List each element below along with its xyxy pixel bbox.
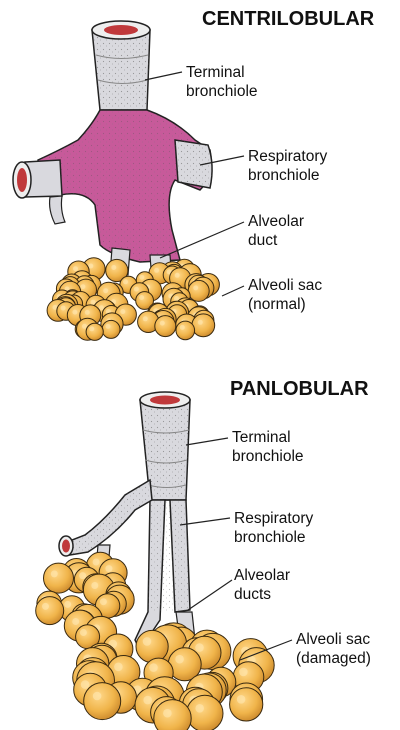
label-alveolar-ducts-bottom: Alveolar ducts bbox=[234, 566, 290, 604]
alveolus bbox=[102, 320, 120, 338]
alveolus-highlight bbox=[91, 582, 98, 589]
label-line2: bronchiole bbox=[186, 82, 258, 101]
alveolus-highlight bbox=[89, 326, 94, 331]
alveolus-highlight bbox=[154, 268, 159, 273]
label-line1: Respiratory bbox=[248, 147, 327, 166]
alveolus bbox=[230, 688, 263, 721]
alveolus-highlight bbox=[239, 668, 248, 677]
alveolus bbox=[188, 280, 209, 301]
alveolus-highlight bbox=[175, 655, 184, 664]
alveolus-highlight bbox=[93, 692, 102, 701]
alveolus-highlight bbox=[237, 695, 246, 704]
alveolus-highlight bbox=[111, 265, 116, 270]
label-line2: duct bbox=[248, 231, 304, 250]
label-line2: bronchiole bbox=[248, 166, 327, 185]
alveolus bbox=[44, 563, 74, 593]
alveolus-highlight bbox=[81, 680, 90, 689]
alveolus bbox=[136, 630, 168, 662]
leader-line-ducts-bottom bbox=[188, 580, 232, 610]
leader-line-sac-top bbox=[222, 286, 244, 296]
alveolus-highlight bbox=[139, 295, 144, 300]
alveolus-highlight bbox=[160, 321, 165, 326]
alveolus-highlight bbox=[195, 704, 204, 713]
alveolus-highlight bbox=[143, 637, 152, 646]
alveoli-sac-normal-left bbox=[47, 258, 137, 341]
label-line1: Alveoli sac bbox=[296, 630, 371, 649]
alveolus-highlight bbox=[143, 696, 152, 705]
label-alveolar-duct-top: Alveolar duct bbox=[248, 212, 304, 250]
alveolus-highlight bbox=[72, 310, 77, 315]
alveolus-highlight bbox=[79, 572, 86, 579]
label-line1: Terminal bbox=[232, 428, 304, 447]
label-respiratory-bronchiole-top: Respiratory bronchiole bbox=[248, 147, 327, 185]
alveolus-highlight bbox=[120, 309, 125, 314]
label-line2: (normal) bbox=[248, 295, 322, 314]
alveolus bbox=[187, 695, 223, 730]
terminal-bronchiole-tube-top bbox=[92, 21, 150, 110]
alveolus-highlight bbox=[85, 310, 90, 315]
alveolus bbox=[84, 683, 121, 720]
alveolus-highlight bbox=[139, 275, 144, 280]
respiratory-bronchiole-inflamed bbox=[38, 110, 211, 262]
label-line1: Respiratory bbox=[234, 509, 313, 528]
alveolus bbox=[86, 323, 103, 340]
alveolus-highlight bbox=[72, 618, 79, 625]
alveolus-highlight bbox=[123, 279, 128, 284]
label-terminal-bronchiole-bottom: Terminal bronchiole bbox=[232, 428, 304, 466]
left-branch-tube bbox=[13, 160, 65, 224]
alveolus-highlight bbox=[42, 603, 49, 610]
alveolus-highlight bbox=[88, 264, 93, 269]
label-line2: ducts bbox=[234, 585, 290, 604]
alveolus-highlight bbox=[195, 643, 204, 652]
alveolus-highlight bbox=[193, 285, 198, 290]
label-line1: Terminal bbox=[186, 63, 258, 82]
alveolus-highlight bbox=[80, 284, 85, 289]
label-line2: bronchiole bbox=[234, 528, 313, 547]
alveolus-highlight bbox=[51, 570, 58, 577]
label-line2: (damaged) bbox=[296, 649, 371, 668]
alveolus-highlight bbox=[163, 709, 172, 718]
alveolus-highlight bbox=[149, 663, 158, 672]
panlobular-title: PANLOBULAR bbox=[230, 378, 369, 401]
centrilobular-title: CENTRILOBULAR bbox=[202, 8, 374, 31]
alveolus bbox=[192, 314, 215, 337]
alveolus-highlight bbox=[91, 300, 96, 305]
alveolus-highlight bbox=[103, 288, 108, 293]
label-terminal-bronchiole-top: Terminal bronchiole bbox=[186, 63, 258, 101]
alveolus-highlight bbox=[180, 325, 185, 330]
alveolus-highlight bbox=[105, 565, 112, 572]
alveolus-highlight bbox=[143, 316, 148, 321]
alveolus-highlight bbox=[175, 273, 180, 278]
alveolus-highlight bbox=[61, 306, 66, 311]
alveolus bbox=[176, 321, 195, 340]
alveolus-highlight bbox=[106, 324, 111, 329]
alveolus-highlight bbox=[82, 324, 87, 329]
label-respiratory-bronchiole-bottom: Respiratory bronchiole bbox=[234, 509, 313, 547]
alveolus-highlight bbox=[198, 320, 203, 325]
alveolus-highlight bbox=[134, 287, 139, 292]
label-alveoli-sac-damaged: Alveoli sac (damaged) bbox=[296, 630, 371, 668]
alveolus-highlight bbox=[64, 601, 71, 608]
leader-line-terminal-bottom bbox=[186, 438, 228, 445]
alveolus-highlight bbox=[93, 559, 100, 566]
alveolus-highlight bbox=[174, 296, 179, 301]
alveolus-highlight bbox=[99, 305, 104, 310]
alveolus-highlight bbox=[114, 663, 123, 672]
leader-line-terminal-top bbox=[145, 72, 182, 80]
label-alveoli-sac-normal: Alveoli sac (normal) bbox=[248, 276, 322, 314]
alveolus bbox=[36, 597, 64, 625]
alveolus-highlight bbox=[80, 629, 87, 636]
alveolus-highlight bbox=[100, 598, 107, 605]
label-line1: Alveolar bbox=[248, 212, 304, 231]
alveolus bbox=[155, 316, 176, 337]
label-line1: Alveoli sac bbox=[248, 276, 322, 295]
label-line1: Alveolar bbox=[234, 566, 290, 585]
label-line2: bronchiole bbox=[232, 447, 304, 466]
alveoli-sac-normal-right bbox=[130, 259, 219, 340]
alveolus-highlight bbox=[73, 266, 78, 271]
